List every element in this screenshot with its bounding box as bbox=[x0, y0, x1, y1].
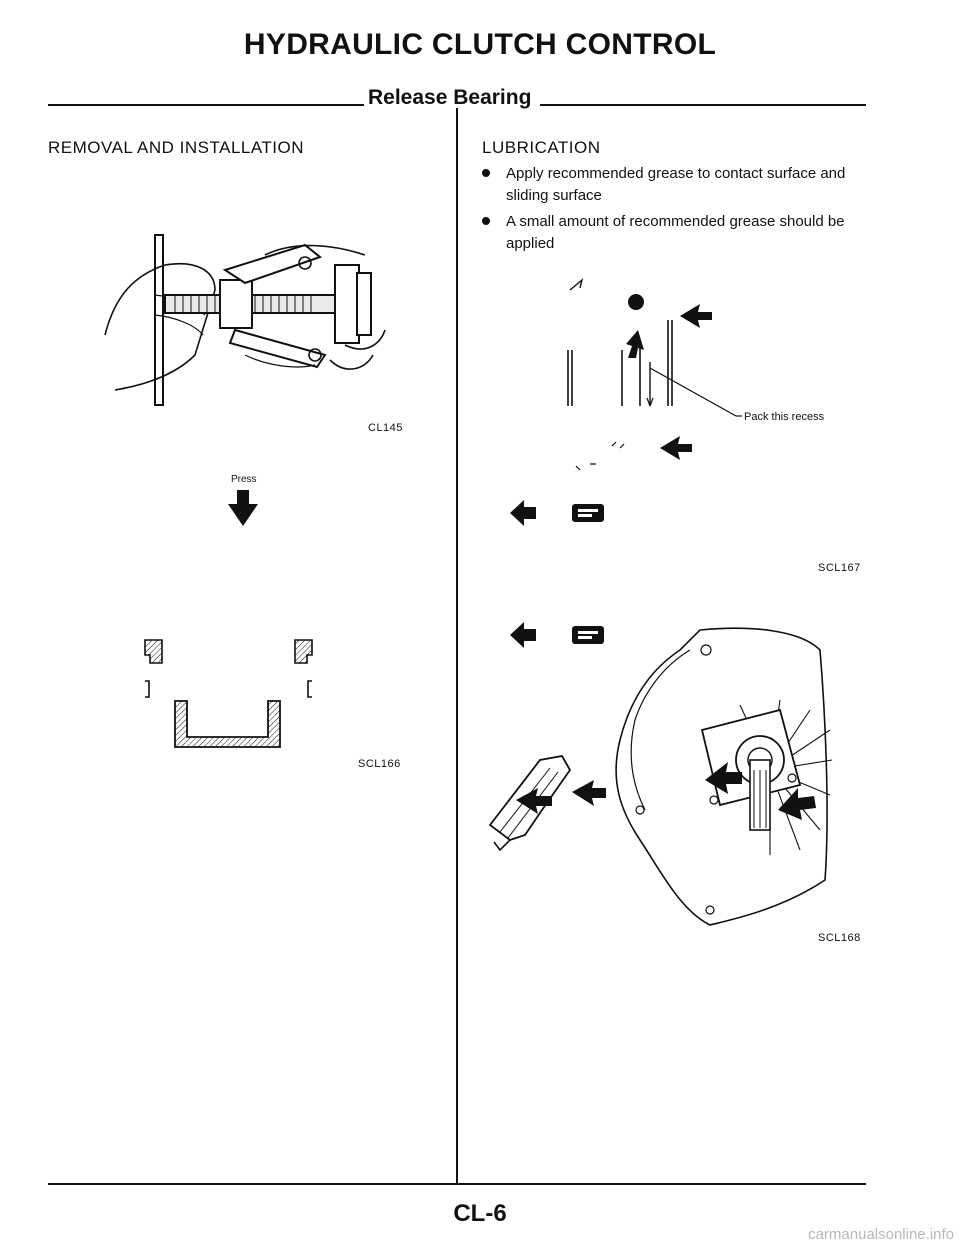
bullet-dot bbox=[482, 217, 490, 225]
grease-legend-1 bbox=[510, 500, 604, 526]
lubrication-bullets: Apply recommended grease to contact surf… bbox=[480, 163, 880, 259]
list-item: A small amount of recommended grease sho… bbox=[480, 211, 880, 255]
footer-rule bbox=[48, 1183, 866, 1185]
watermark-text: carmanualsonline.info bbox=[808, 1226, 954, 1243]
section-subtitle: Release Bearing bbox=[368, 86, 532, 109]
list-item: Apply recommended grease to contact surf… bbox=[480, 163, 880, 207]
figure-code-scl167: SCL167 bbox=[818, 562, 861, 574]
grease-legend-2 bbox=[510, 622, 604, 648]
figure-code-scl168: SCL168 bbox=[818, 932, 861, 944]
bullet-dot bbox=[482, 169, 490, 177]
grease-symbol-icon bbox=[572, 626, 604, 644]
lubrication-heading: LUBRICATION bbox=[482, 138, 601, 157]
release-lever-illustration bbox=[488, 627, 833, 926]
page-title: HYDRAULIC CLUTCH CONTROL bbox=[243, 28, 717, 61]
figure-code-scl166: SCL166 bbox=[358, 758, 401, 770]
bearing-puller-illustration bbox=[104, 234, 386, 406]
pack-recess-label: Pack this recess bbox=[744, 411, 825, 423]
column-divider bbox=[456, 108, 458, 1183]
subtitle-rule-left bbox=[48, 104, 364, 106]
figure-code-cl145: CL145 bbox=[368, 422, 403, 434]
grease-arrow-icon bbox=[510, 500, 536, 526]
arrow-down-icon bbox=[228, 490, 258, 526]
removal-heading: REMOVAL AND INSTALLATION bbox=[48, 138, 305, 157]
bearing-section-illustration bbox=[144, 639, 313, 748]
grease-symbol-icon bbox=[572, 504, 604, 522]
subtitle-rule-right bbox=[540, 104, 866, 106]
page-number: CL-6 bbox=[453, 1200, 507, 1227]
grease-points-diagram bbox=[567, 278, 742, 471]
grease-arrow-icon bbox=[510, 622, 536, 648]
press-label: Press bbox=[231, 474, 257, 485]
